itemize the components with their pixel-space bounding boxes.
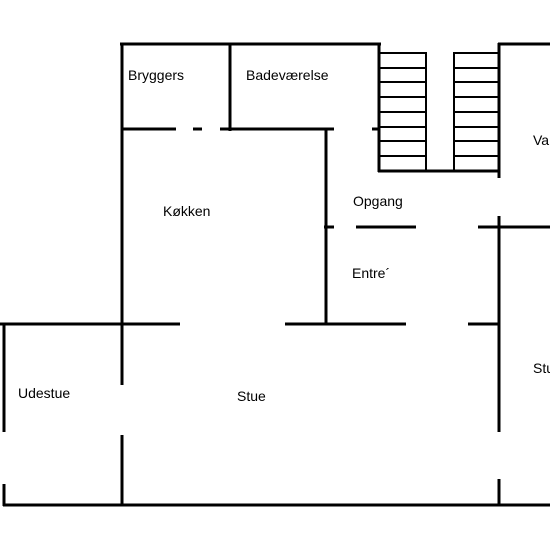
room-label-stu: Stu [533, 360, 550, 376]
room-label-opgang: Opgang [353, 193, 403, 209]
room-label-va: Va [533, 132, 549, 148]
stairs-left [380, 52, 427, 170]
room-label-udestue: Udestue [18, 385, 70, 401]
walls [0, 42, 550, 507]
room-label-bryggers: Bryggers [128, 67, 184, 83]
room-label-badevaerelse: Badeværelse [246, 67, 329, 83]
room-label-stue: Stue [237, 388, 266, 404]
room-label-entre: Entre´ [352, 265, 390, 281]
room-label-koekken: Køkken [163, 203, 210, 219]
stairs-right [453, 52, 498, 170]
room-labels: Bryggers Badeværelse Køkken Opgang Entre… [18, 67, 550, 404]
